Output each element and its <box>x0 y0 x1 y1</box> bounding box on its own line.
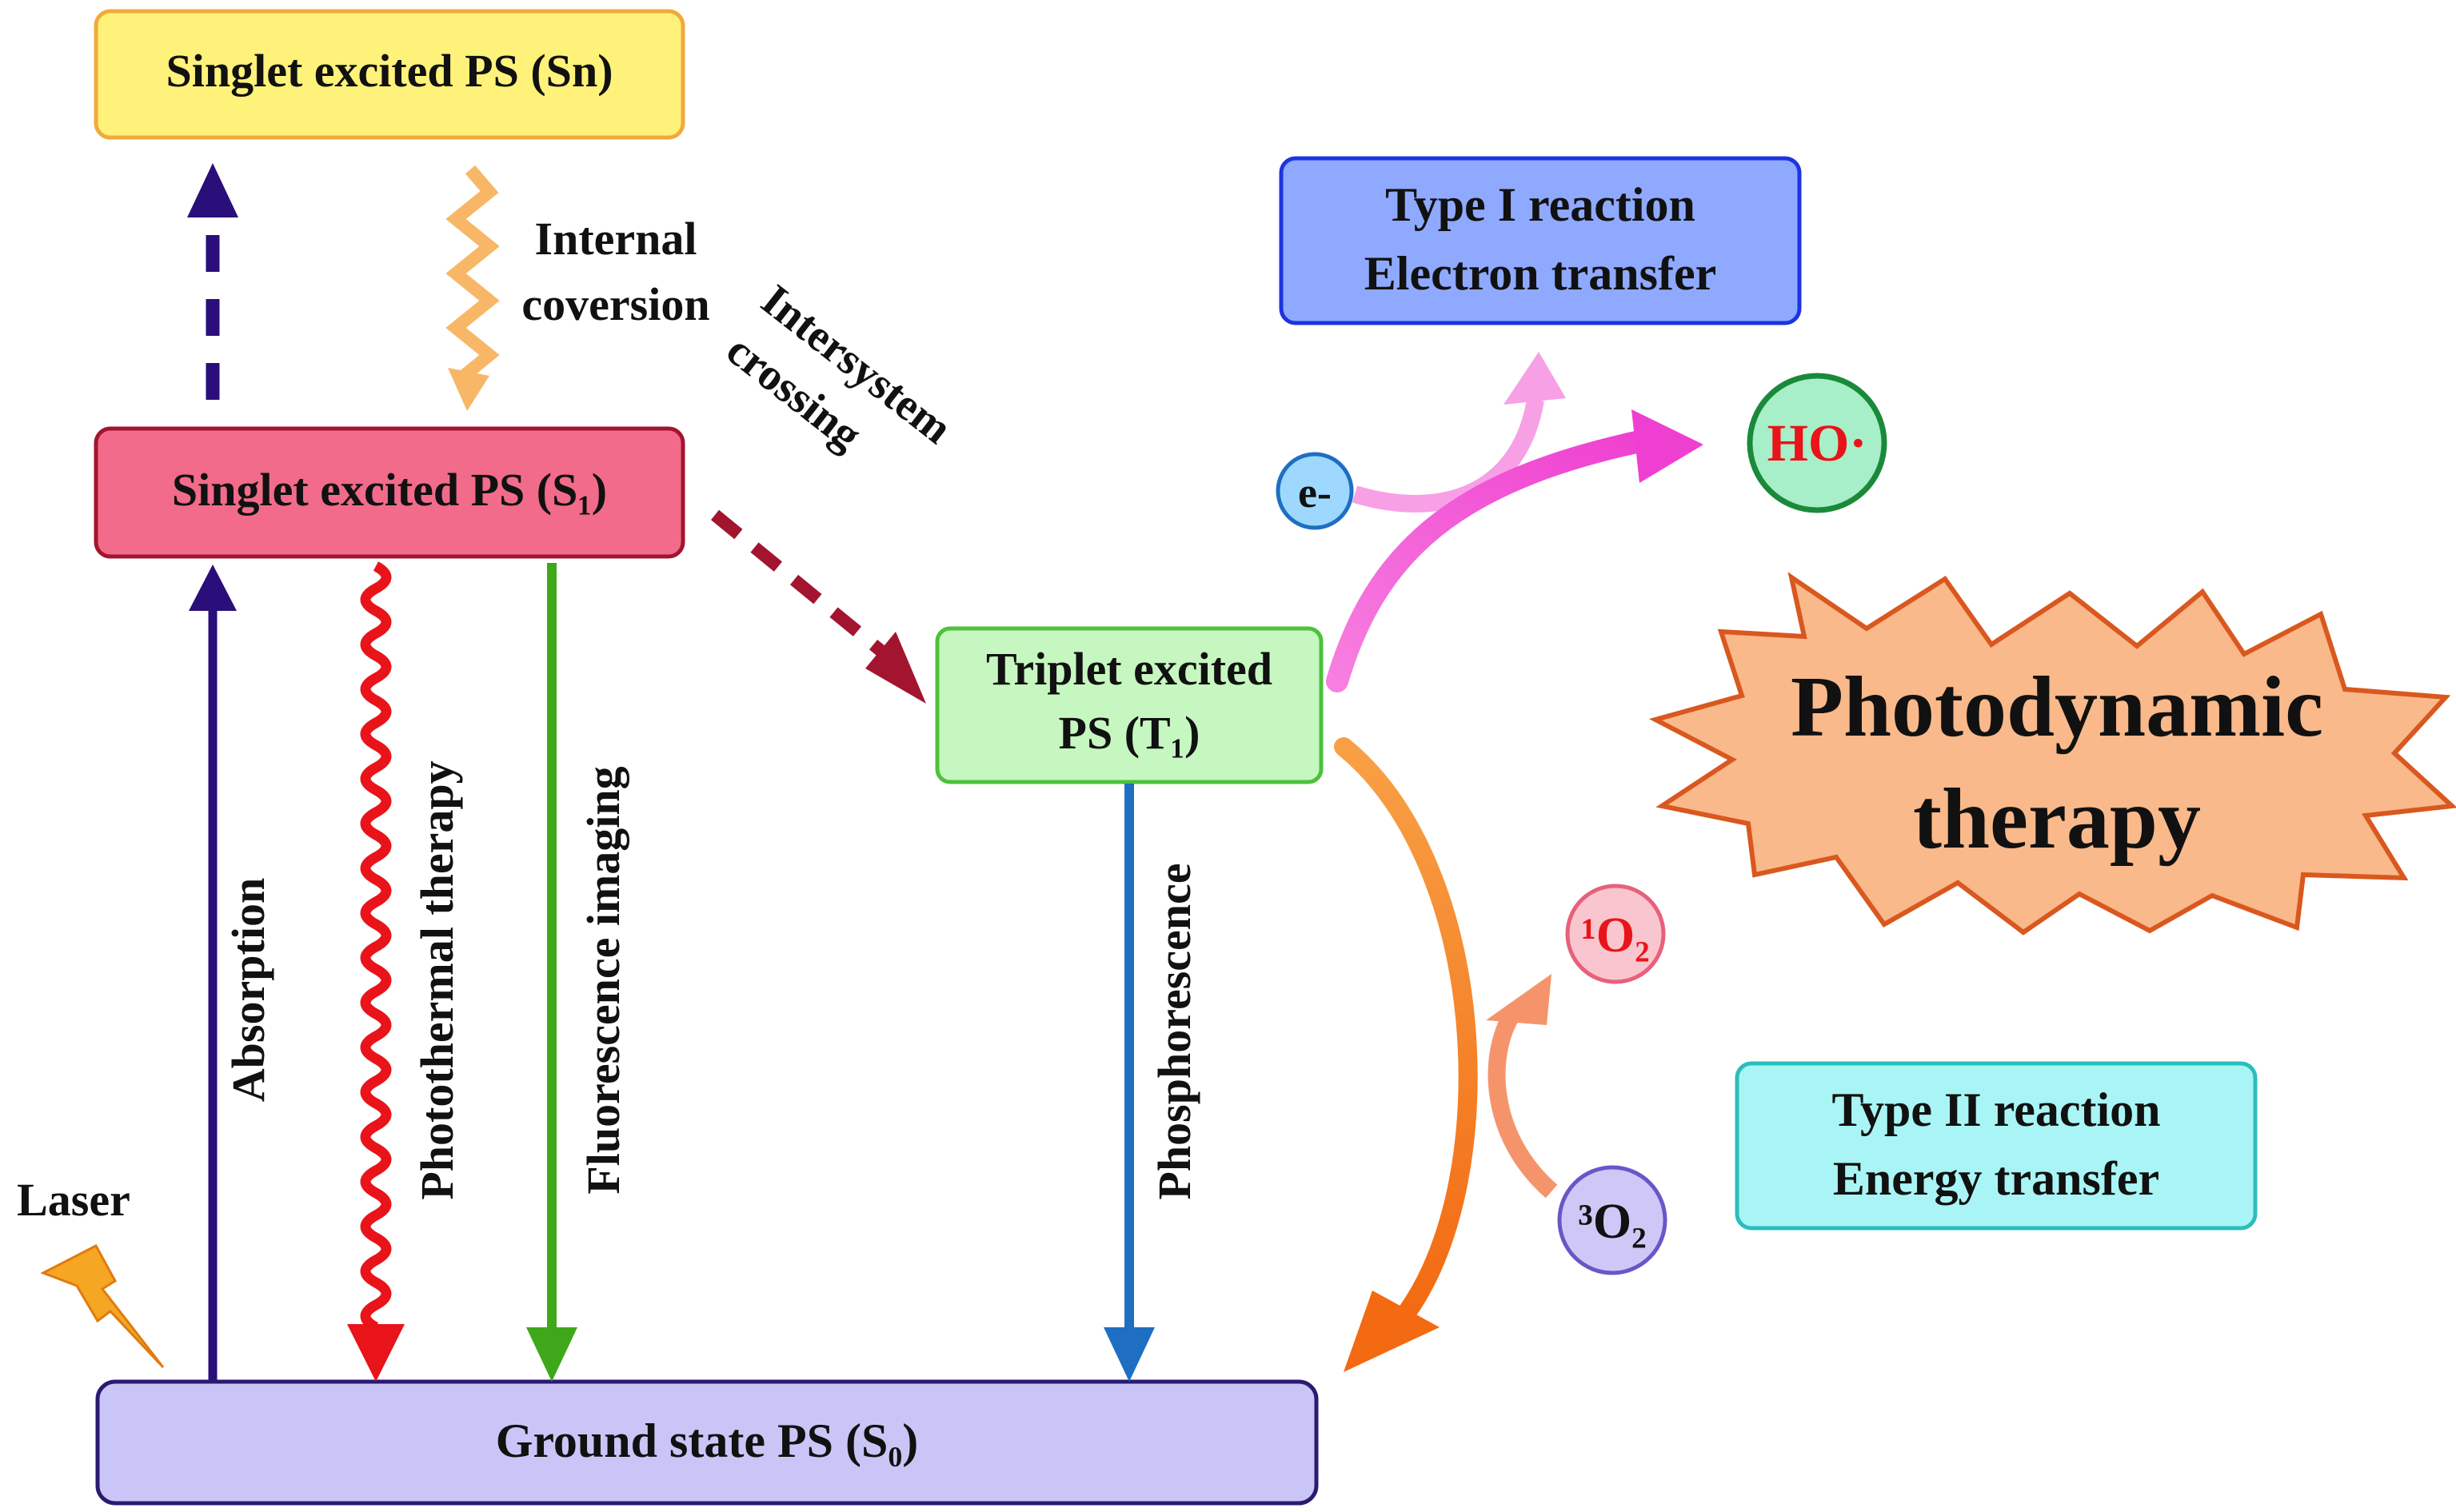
excitation-dashed-arrow <box>187 163 238 400</box>
triplet-oxygen-circle: ³O₂ <box>1557 1165 1667 1275</box>
internal-conversion-arrow <box>445 165 500 411</box>
internal-conversion-label-1: Internal <box>535 213 697 265</box>
phosphorescence-arrow <box>1104 784 1155 1382</box>
photothermal-arrow <box>347 561 405 1382</box>
burst-label-1: Photodynamic <box>1791 660 2323 755</box>
box-singlet-s1-label: Singlet excited PS (S₁) <box>172 464 607 516</box>
internal-conversion-label-2: coversion <box>521 278 709 330</box>
electron-label: e- <box>1298 469 1332 517</box>
laser-label: Laser <box>17 1174 130 1226</box>
type1-label-1: Type I reaction <box>1385 178 1695 231</box>
singlet-oxygen-circle: ¹O₂ <box>1565 884 1666 984</box>
type1-curved-arrows <box>1326 352 1703 692</box>
box-singlet-s1: Singlet excited PS (S₁) <box>94 426 685 559</box>
box-singlet-sn: Singlet excited PS (Sn) <box>94 9 685 140</box>
intersystem-crossing-text: Intersystem crossing <box>717 275 961 460</box>
absorption-label: Absorption <box>222 878 274 1102</box>
type2-curved-arrows <box>1334 737 1558 1372</box>
box-type1-reaction: Type I reaction Electron transfer <box>1279 156 1802 325</box>
laser-bolt-icon <box>40 1243 165 1369</box>
photothermal-label: Photothermal therapy <box>411 760 463 1199</box>
fluorescence-arrow <box>526 563 577 1382</box>
box-triplet-t1-label-2: PS (T₁) <box>1059 707 1200 759</box>
electron-circle: e- <box>1276 452 1354 530</box>
type2-label-1: Type II reaction <box>1831 1083 2160 1136</box>
burst-label-2: therapy <box>1913 772 2201 867</box>
singlet-oxygen-label: ¹O₂ <box>1581 908 1649 963</box>
box-triplet-t1: Triplet excited PS (T₁) <box>935 626 1324 784</box>
box-type2-reaction: Type II reaction Energy transfer <box>1735 1061 2258 1231</box>
type1-label-2: Electron transfer <box>1364 247 1716 300</box>
box-singlet-sn-label: Singlet excited PS (Sn) <box>166 45 613 97</box>
phosphorescence-label: Phosphorescence <box>1148 863 1200 1199</box>
photodynamic-burst: Photodynamic therapy <box>1648 572 2456 936</box>
hydroxyl-circle: HO· <box>1747 373 1887 513</box>
box-ground-s0: Ground state PS (S₀) <box>95 1379 1319 1506</box>
fluorescence-label: Fluorescence imaging <box>577 766 629 1194</box>
box-triplet-t1-label-1: Triplet excited <box>986 643 1272 695</box>
triplet-oxygen-label: ³O₂ <box>1578 1195 1646 1249</box>
type2-label-2: Energy transfer <box>1833 1152 2159 1205</box>
box-ground-s0-label: Ground state PS (S₀) <box>496 1414 919 1467</box>
absorption-arrow <box>189 565 237 1380</box>
hydroxyl-label: HO· <box>1767 414 1867 473</box>
intersystem-crossing-arrow <box>710 509 926 704</box>
